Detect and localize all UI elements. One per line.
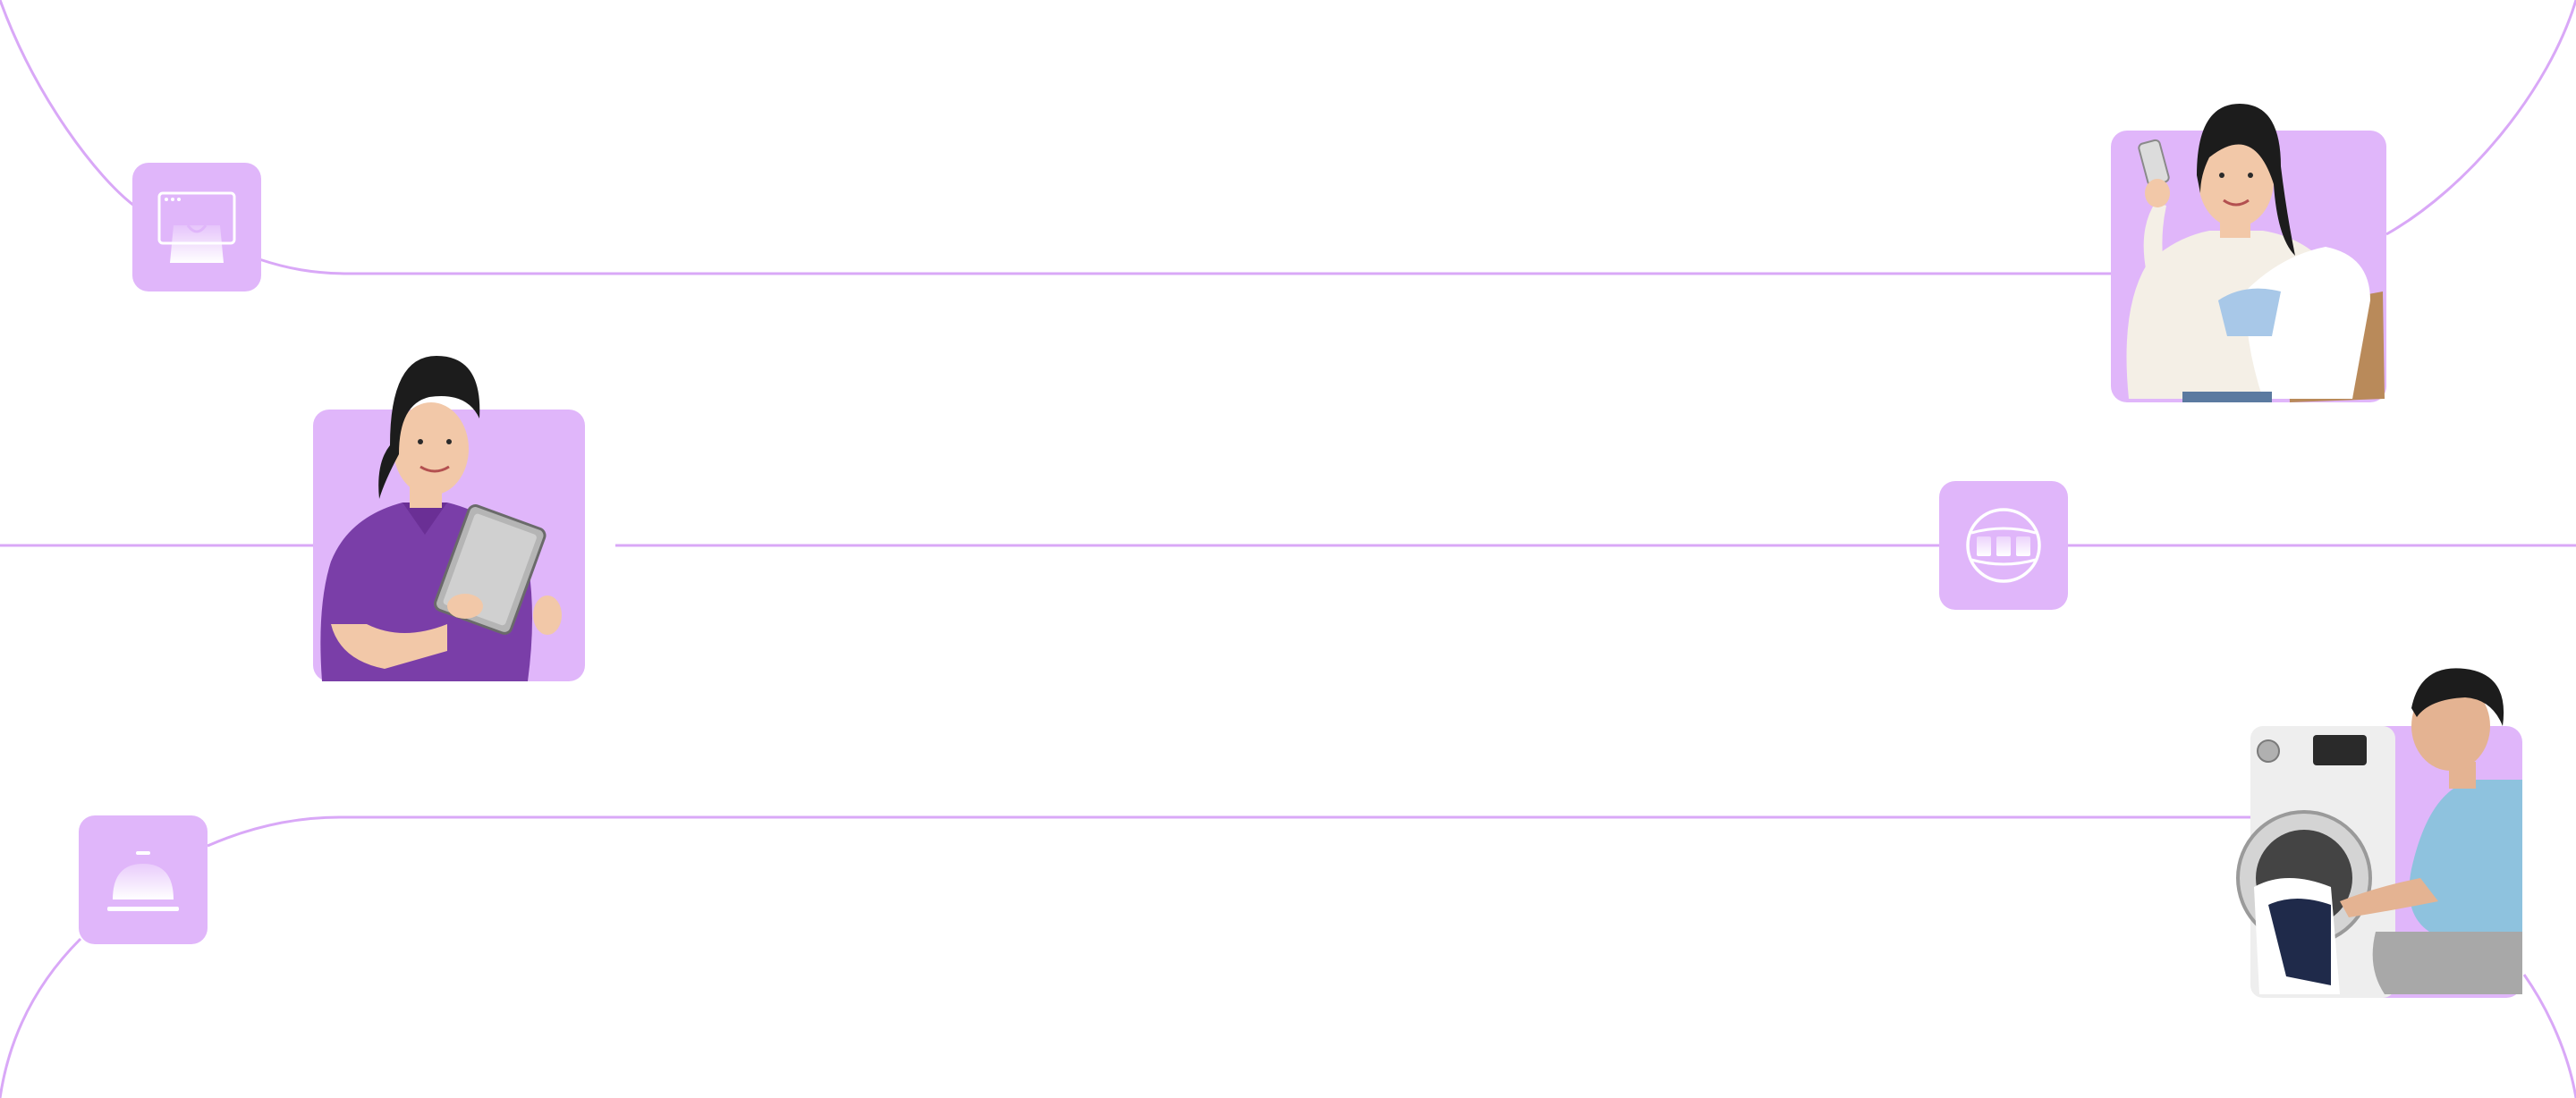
- staff-with-tablet-photo: [313, 356, 585, 681]
- service-bell-icon: [107, 851, 179, 911]
- staff-with-tablet-illustration: [313, 356, 585, 681]
- bottom-left-arc: [0, 937, 82, 1098]
- top-left-arc: [0, 0, 135, 207]
- online-shop-bag-icon: [157, 191, 236, 263]
- globe-tile: [1939, 481, 2068, 610]
- bottom-line: [207, 815, 2252, 848]
- globe-grid-icon: [1966, 508, 2041, 583]
- service-bell-tile: [79, 815, 208, 944]
- online-shop-tile: [132, 163, 261, 291]
- woman-with-phone-illustration: [2111, 104, 2386, 402]
- top-line: [258, 258, 2113, 275]
- top-right-arc: [2385, 0, 2576, 236]
- woman-with-phone-and-laundry-photo: [2111, 104, 2386, 402]
- bottom-right-arc: [2522, 974, 2576, 1098]
- man-loading-washer-illustration: [2236, 668, 2522, 998]
- man-loading-washer-photo: [2236, 668, 2522, 998]
